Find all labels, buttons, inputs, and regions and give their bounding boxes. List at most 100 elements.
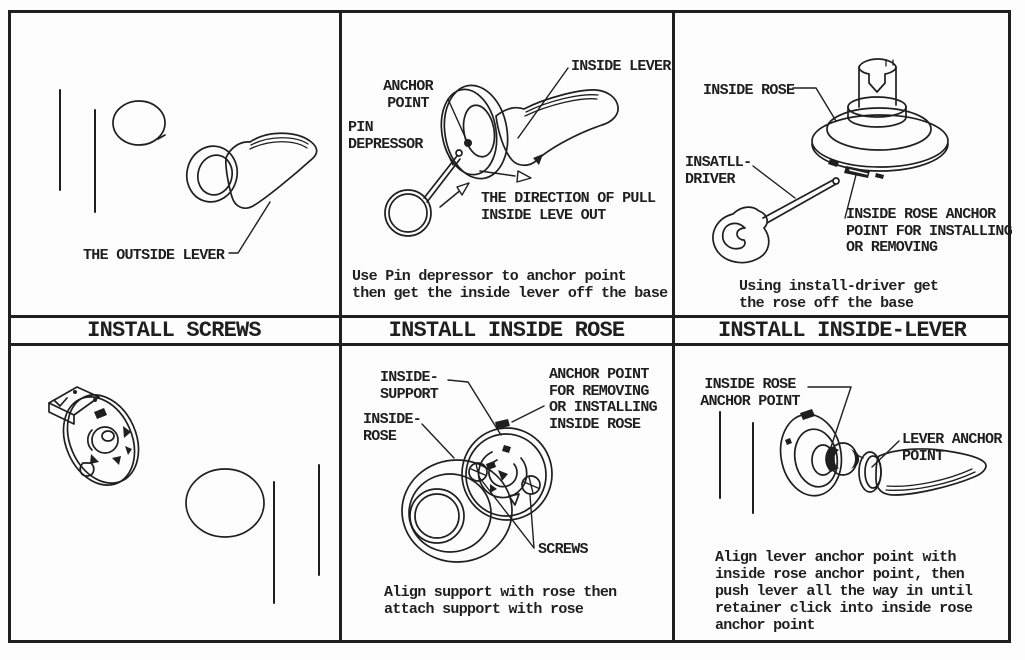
install-driver-drawing [712, 58, 949, 264]
label-line: POINT [902, 447, 944, 465]
label-line: FOR REMOVING [549, 382, 649, 400]
label-line: INSIDE- [363, 411, 422, 428]
panel-install-rose: INSIDE- SUPPORT ANCHOR POINT FOR REMOVIN… [340, 346, 673, 643]
inside-support-label: INSIDE- SUPPORT [380, 369, 439, 403]
panel-pin-depressor: ANCHOR POINT PIN DEPRESSOR INSIDE LEVER … [340, 10, 673, 315]
label-line: INSIDE LEVE OUT [481, 206, 606, 224]
install-driver-label: INSATLL- DRIVER [685, 154, 752, 188]
caption-line: retainer click into inside rose [715, 600, 973, 617]
caption-line: the rose off the base [739, 295, 914, 312]
support-plate [461, 419, 553, 521]
direction-label: THE DIRECTION OF PULL INSIDE LEVE OUT [481, 190, 656, 224]
label-line: DRIVER [685, 170, 736, 188]
inside-lever-install-drawing [719, 386, 987, 514]
circle-notch [157, 134, 166, 140]
inside-rose-label: INSIDE ROSE [703, 82, 795, 99]
hole-circle [112, 100, 166, 146]
inside-rose-shape [779, 409, 864, 497]
panel-install-screws [8, 346, 340, 643]
caption-line: push lever all the way in until [715, 583, 973, 600]
column-divider-2 [672, 10, 675, 643]
label-line: OR INSTALLING [549, 399, 658, 416]
label-line: THE DIRECTION OF PULL [481, 190, 656, 207]
title-install-inside-rose: INSTALL INSIDE ROSE [388, 318, 625, 343]
label-line: POINT FOR INSTALLING [846, 222, 1013, 240]
leader-screws [529, 494, 535, 549]
rose-dome [401, 459, 513, 563]
leader-pin-depressor [445, 149, 454, 166]
inside-lever-label: INSIDE LEVER [571, 58, 671, 75]
caption-line: Use Pin depressor to anchor point [352, 268, 627, 285]
title-band: INSTALL SCREWS INSTALL INSIDE ROSE INSTA… [8, 315, 1011, 346]
caption-line: Using install-driver get [739, 278, 939, 295]
caption-line: inside rose anchor point, then [715, 566, 965, 583]
inside-lever-shape [858, 448, 987, 496]
leader-inside-rose [792, 87, 837, 122]
anchor-point-dot [464, 139, 472, 147]
rose-anchor-point-label: INSIDE ROSE ANCHOR POINT FOR INSTALLING … [846, 206, 1013, 257]
hole-circle [185, 468, 265, 538]
pin-depressor-tool [384, 149, 463, 237]
lever-handle [224, 132, 318, 209]
pin-depressor-drawing [384, 67, 619, 237]
label-line: OR REMOVING [846, 239, 938, 256]
label-line: INSIDE ROSE [704, 376, 796, 393]
label-line: LEVER ANCHOR [902, 431, 1002, 448]
leader-rose-anchor [844, 174, 857, 219]
panel-outside-lever: THE OUTSIDE LEVER [8, 10, 340, 315]
column-divider-1 [339, 10, 342, 643]
label-line: PIN [348, 119, 374, 136]
inside-rose-drawing [401, 379, 553, 563]
leader-rose-anchor [807, 386, 852, 454]
caption-line: then get the inside lever off the base [352, 285, 668, 302]
leader-inside-lever [517, 67, 569, 139]
label-line: POINT [387, 94, 429, 112]
lever-anchor-label: LEVER ANCHOR POINT [902, 431, 1002, 465]
inside-rose-shape [440, 84, 509, 180]
leader-anchor-point [447, 98, 467, 140]
label-line: DEPRESSOR [348, 135, 423, 153]
title-install-screws: INSTALL SCREWS [87, 318, 261, 343]
caption-line: Align lever anchor point with [715, 549, 956, 566]
leader-lever-anchor [871, 440, 900, 468]
chassis-disc [62, 394, 140, 486]
chassis-drawing [48, 386, 320, 604]
caption-line: attach support with rose [384, 601, 584, 618]
install-driver-caption: Using install-driver get the rose off th… [739, 278, 939, 312]
label-line: ANCHOR [383, 78, 434, 95]
pin-depressor-caption: Use Pin depressor to anchor point then g… [352, 268, 668, 302]
install-lever-caption: Align lever anchor point with inside ros… [715, 549, 973, 634]
outside-lever-label: THE OUTSIDE LEVER [83, 247, 225, 264]
leader-screws [478, 476, 535, 549]
leader-anchor-point [511, 405, 545, 423]
outer-frame [8, 10, 1011, 643]
label-line: ANCHOR POINT [700, 392, 800, 410]
title-install-inside-lever: INSTALL INSIDE-LEVER [717, 318, 967, 343]
panel-install-lever: INSIDE ROSE ANCHOR POINT LEVER ANCHOR PO… [673, 346, 1011, 643]
spindle-shape [858, 58, 897, 108]
caption-line: Align support with rose then [384, 584, 617, 601]
anchor-point-label: ANCHOR POINT FOR REMOVING OR INSTALLING … [549, 366, 658, 433]
rose-dome-shape [811, 96, 949, 179]
panel-install-driver: INSIDE ROSE INSATLL- DRIVER INSIDE ROSE … [673, 10, 1013, 315]
label-line: INSATLL- [685, 154, 752, 171]
arrow-up-right [439, 182, 470, 208]
leader-inside-rose [421, 423, 455, 459]
chassis-spindle [48, 386, 100, 425]
leader-outside-lever [228, 201, 271, 254]
label-line: SUPPORT [380, 385, 439, 403]
outside-lever-drawing [59, 89, 318, 254]
install-rose-caption: Align support with rose then attach supp… [384, 584, 617, 618]
anchor-point-label: ANCHOR POINT [370, 78, 446, 112]
label-line: INSIDE ROSE ANCHOR [846, 206, 996, 223]
label-line: INSIDE- [380, 369, 439, 386]
inside-rose-anchor-label: INSIDE ROSE ANCHOR POINT [693, 376, 807, 410]
caption-line: anchor point [715, 617, 815, 634]
screw [521, 475, 541, 495]
leader-inside-support [447, 379, 502, 436]
chassis-mechanism [79, 408, 132, 477]
arrow-right [479, 170, 532, 183]
install-driver-tool [712, 177, 840, 264]
inside-lever-shape [495, 89, 619, 167]
